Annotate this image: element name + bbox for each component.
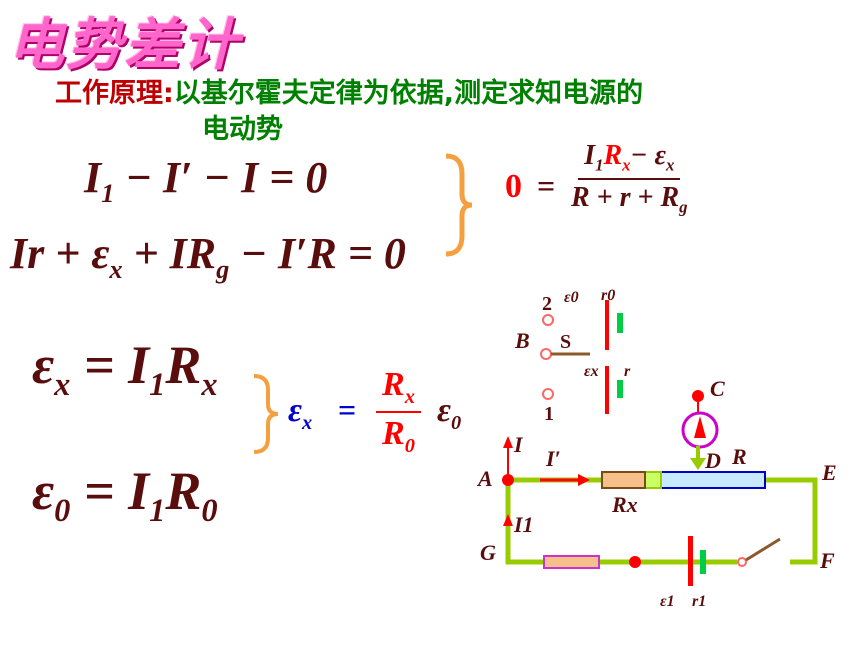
principle-line1: 以基尔霍夫定律为依据,测定求知电源的 bbox=[173, 78, 644, 109]
label-rx: Rx bbox=[611, 492, 638, 517]
battery-e1-short bbox=[700, 550, 706, 574]
terminal-1 bbox=[542, 388, 554, 400]
result-ex: εx bbox=[288, 392, 313, 434]
resistor-rx-r0 bbox=[601, 471, 646, 489]
label-e1: ε1 bbox=[660, 593, 675, 610]
label-b: B bbox=[514, 328, 530, 353]
page-title: 电势差计 bbox=[8, 13, 240, 78]
result-equals: = bbox=[338, 392, 357, 428]
potentiometer-circuit: A B C D E F G R I I1 I′ Rx S 2 1 ε0 r0 ε… bbox=[476, 287, 837, 610]
slide-wire-r bbox=[651, 471, 766, 489]
result-fraction: Rx R0 bbox=[376, 366, 421, 458]
result-e0: ε0 bbox=[437, 392, 462, 434]
cell-e0-short bbox=[617, 313, 623, 333]
label-g: G bbox=[480, 540, 496, 565]
terminal-b bbox=[540, 348, 552, 360]
wire-bottom bbox=[505, 480, 737, 565]
e0-relation: ε0 = I1R0 bbox=[32, 461, 218, 529]
label-e: E bbox=[821, 460, 837, 485]
principle-label: 工作原理: bbox=[55, 78, 174, 109]
balance-fraction: I1Rx− εx R + r + Rg bbox=[565, 140, 694, 217]
label-r1: r1 bbox=[692, 593, 706, 610]
label-c: C bbox=[710, 376, 725, 401]
right-brace-1 bbox=[445, 153, 473, 257]
current-arrow-i1-head bbox=[503, 514, 513, 526]
slider-head bbox=[690, 458, 706, 470]
balance-numerator: I1Rx− εx bbox=[578, 140, 681, 180]
wire-top-right bbox=[508, 477, 818, 565]
ex-relation: εx = I1Rx bbox=[32, 335, 218, 403]
slide-wire-end bbox=[644, 471, 662, 489]
kirchhoff-current-equation: I1 − I′ − I = 0 bbox=[84, 153, 328, 208]
principle-line2: 电动势 bbox=[202, 114, 283, 145]
right-brace-2 bbox=[253, 374, 279, 454]
cell-ex-short bbox=[617, 380, 623, 398]
rheostat-bottom bbox=[543, 555, 600, 569]
label-a: A bbox=[476, 466, 493, 491]
label-1: 1 bbox=[544, 403, 554, 425]
label-2: 2 bbox=[542, 293, 552, 315]
node-a bbox=[502, 474, 514, 486]
working-principle: 工作原理:以基尔霍夫定律为依据,测定求知电源的 电动势 bbox=[55, 76, 643, 148]
galvanometer-needle bbox=[694, 416, 706, 438]
balance-zero: 0 bbox=[505, 168, 522, 205]
node-bottom bbox=[629, 556, 641, 568]
label-d: D bbox=[704, 448, 721, 473]
main-switch bbox=[745, 537, 781, 562]
result-numerator: Rx bbox=[376, 366, 421, 413]
label-current-i1: I1 bbox=[513, 512, 534, 537]
cell-e0-long bbox=[605, 300, 609, 350]
battery-e1-long bbox=[688, 536, 693, 586]
cell-ex-long bbox=[605, 366, 609, 414]
label-f: F bbox=[819, 548, 835, 573]
label-r-internal: r bbox=[624, 363, 631, 380]
balance-denominator: R + r + Rg bbox=[571, 181, 688, 217]
current-arrow-iprime-head bbox=[578, 474, 590, 486]
label-r0: r0 bbox=[601, 287, 615, 304]
label-current-iprime: I′ bbox=[545, 446, 561, 471]
label-r: R bbox=[731, 444, 747, 469]
label-s: S bbox=[560, 331, 571, 353]
label-ex: εx bbox=[584, 363, 599, 380]
label-current-i: I bbox=[513, 432, 524, 457]
switch-terminal bbox=[737, 557, 747, 567]
label-e0: ε0 bbox=[564, 289, 579, 306]
current-arrow-i-head bbox=[503, 436, 513, 448]
balance-equals: = bbox=[537, 168, 556, 204]
result-denominator: R0 bbox=[382, 414, 415, 457]
terminal-2 bbox=[542, 314, 554, 326]
kirchhoff-voltage-equation: Ir + εx + IRg − I′R = 0 bbox=[10, 229, 406, 284]
